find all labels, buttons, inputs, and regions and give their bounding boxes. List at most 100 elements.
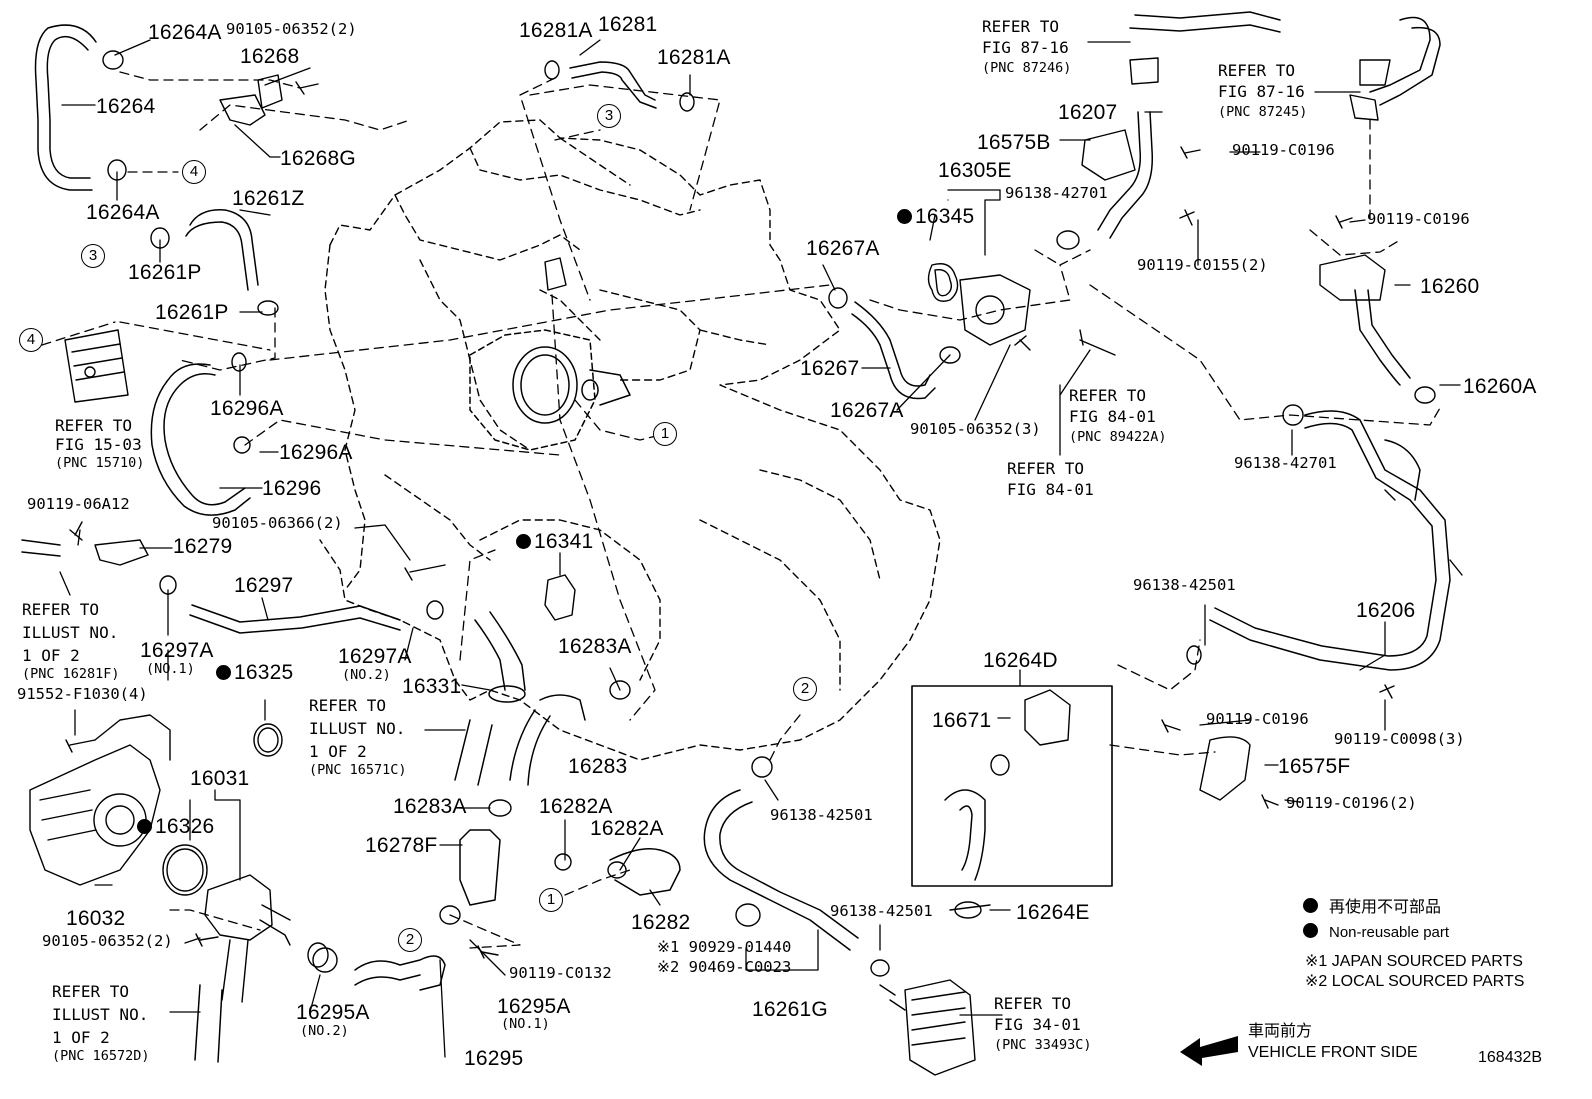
refer-fig-87-16-a-line2: FIG 87-16: [982, 38, 1069, 57]
callout-1-b: 1: [539, 888, 563, 912]
legend-dot-icon: [1303, 898, 1318, 913]
label-16341-text: 16341: [534, 530, 594, 553]
label-16268: 16268: [240, 45, 300, 68]
label-96138-42701-b: 96138-42701: [1234, 454, 1337, 472]
box-16264D: [911, 685, 1113, 887]
label-90119-C0196-2: 90119-C0196(2): [1286, 794, 1417, 812]
label-16671: 16671: [932, 709, 992, 732]
refer-fig-87-16-b-line1: REFER TO: [1218, 61, 1296, 80]
refer-fig-15-03: REFER TO FIG 15-03 (PNC 15710): [55, 416, 144, 473]
refer-fig-34-01-line1: REFER TO: [994, 994, 1072, 1013]
label-16206: 16206: [1356, 599, 1416, 622]
label-16267: 16267: [800, 357, 860, 380]
refer-illust-16571C-line1: REFER TO: [309, 696, 387, 715]
non-reusable-mark: [516, 534, 531, 549]
label-16295A-a: 16295A: [497, 995, 571, 1018]
refer-fig-87-16-pnc87245: REFER TO FIG 87-16 (PNC 87245): [1218, 60, 1307, 123]
label-16261P-a: 16261P: [128, 261, 202, 284]
refer-fig-15-03-line3: (PNC 15710): [55, 455, 145, 471]
non-reusable-mark: [897, 209, 912, 224]
label-16575B: 16575B: [977, 131, 1051, 154]
vehicle-front-arrow: [1180, 1036, 1238, 1066]
label-16281: 16281: [598, 13, 658, 36]
refer-illust-16572D-line4: (PNC 16572D): [52, 1048, 150, 1064]
label-16031: 16031: [190, 767, 250, 790]
refer-fig-84-01-b-line2: FIG 84-01: [1007, 480, 1094, 499]
label-16297A-2: 16297A: [338, 645, 412, 668]
label-90119-C0132: 90119-C0132: [509, 964, 612, 982]
label-96138-42501-c: 96138-42501: [830, 902, 933, 920]
label-16295: 16295: [464, 1047, 524, 1070]
refer-illust-16281F: REFER TO ILLUST NO. 1 OF 2 (PNC 16281F): [22, 598, 120, 686]
label-16345-text: 16345: [915, 205, 975, 228]
label-16326: 16326: [137, 816, 214, 837]
callout-1-a: 1: [653, 422, 677, 446]
label-16295A-b: 16295A: [296, 1001, 370, 1024]
label-16264D: 16264D: [983, 649, 1058, 672]
label-16297: 16297: [234, 574, 294, 597]
refer-illust-16571C-line3: 1 OF 2: [309, 742, 367, 761]
refer-illust-16572D-line3: 1 OF 2: [52, 1028, 110, 1047]
label-16261Z: 16261Z: [232, 187, 305, 210]
label-16325-text: 16325: [234, 661, 294, 684]
label-90119-C0196-a: 90119-C0196: [1232, 141, 1335, 159]
label-16261G: 16261G: [752, 998, 828, 1021]
label-16268G: 16268G: [280, 147, 356, 170]
callout-3-b: 3: [597, 104, 621, 128]
refer-illust-16281F-line2: ILLUST NO.: [22, 623, 119, 642]
refer-fig-87-16-a-line1: REFER TO: [982, 17, 1060, 36]
legend-dot-icon: [1303, 923, 1318, 938]
label-91552-F1030-4: 91552-F1030(4): [17, 685, 148, 703]
label-16278F: 16278F: [365, 834, 438, 857]
label-90119-C0196-b: 90119-C0196: [1367, 210, 1470, 228]
label-16341: 16341: [516, 531, 593, 552]
refer-illust-16281F-line4: (PNC 16281F): [22, 666, 120, 682]
refer-fig-87-16-pnc87246: REFER TO FIG 87-16 (PNC 87246): [982, 16, 1071, 79]
label-16279: 16279: [173, 535, 233, 558]
refer-illust-16281F-line3: 1 OF 2: [22, 646, 80, 665]
label-16331: 16331: [402, 675, 462, 698]
refer-fig-87-16-b-line2: FIG 87-16: [1218, 82, 1305, 101]
refer-illust-16571C-line4: (PNC 16571C): [309, 762, 407, 778]
label-16267A-b: 16267A: [830, 399, 904, 422]
label-16297A-1-sub: (NO.1): [146, 661, 195, 677]
label-90105-06352-2-top: 90105-06352(2): [226, 20, 357, 38]
refer-illust-16281F-line1: REFER TO: [22, 600, 100, 619]
refer-fig-84-01-pnc89422A: REFER TO FIG 84-01 (PNC 89422A): [1069, 385, 1167, 448]
label-16283: 16283: [568, 755, 628, 778]
refer-illust-16572D-line1: REFER TO: [52, 982, 130, 1001]
label-16032: 16032: [66, 907, 126, 930]
label-16260A: 16260A: [1463, 375, 1537, 398]
refer-illust-16571C-line2: ILLUST NO.: [309, 719, 406, 738]
label-16281A-a: 16281A: [519, 19, 593, 42]
relation-lines: [41, 71, 1441, 949]
refer-fig-87-16-b-line3: (PNC 87245): [1218, 104, 1308, 120]
label-16326-text: 16326: [155, 815, 215, 838]
label-16295A-b-sub: (NO.2): [300, 1023, 349, 1039]
refer-fig-34-01-line3: (PNC 33493C): [994, 1037, 1092, 1053]
callout-2-b: 2: [398, 928, 422, 952]
label-90105-06352-2-bot: 90105-06352(2): [42, 932, 173, 950]
legend-note-japan-sourced: ※1 JAPAN SOURCED PARTS: [1305, 953, 1523, 970]
label-90119-06A12: 90119-06A12: [27, 495, 130, 513]
refer-illust-16572D: REFER TO ILLUST NO. 1 OF 2 (PNC 16572D): [52, 980, 150, 1068]
hoses: [21, 11, 1451, 1063]
label-96138-42501-a: 96138-42501: [1133, 576, 1236, 594]
vehicle-front-en: VEHICLE FRONT SIDE: [1248, 1044, 1418, 1061]
label-16283A-a: 16283A: [558, 635, 632, 658]
label-90929-01440: ※1 90929-01440: [657, 938, 792, 956]
leader-lines: [59, 39, 1461, 1058]
label-16264: 16264: [96, 95, 156, 118]
vehicle-front-ja: 車両前方: [1248, 1023, 1313, 1040]
non-reusable-mark: [137, 819, 152, 834]
label-90119-C0155-2: 90119-C0155(2): [1137, 256, 1268, 274]
label-16297A-1: 16297A: [140, 639, 214, 662]
legend-nonreusable-ja-text: 再使用不可部品: [1329, 899, 1442, 916]
label-16264A-top: 16264A: [148, 21, 222, 44]
throttle-body: [469, 329, 631, 451]
label-90119-C0098-3: 90119-C0098(3): [1334, 730, 1465, 748]
callout-4-a: 4: [182, 160, 206, 184]
legend-note-local-sourced: ※2 LOCAL SOURCED PARTS: [1305, 973, 1525, 990]
label-96138-42701-a: 96138-42701: [1005, 184, 1108, 202]
engine-outline: [319, 119, 941, 761]
